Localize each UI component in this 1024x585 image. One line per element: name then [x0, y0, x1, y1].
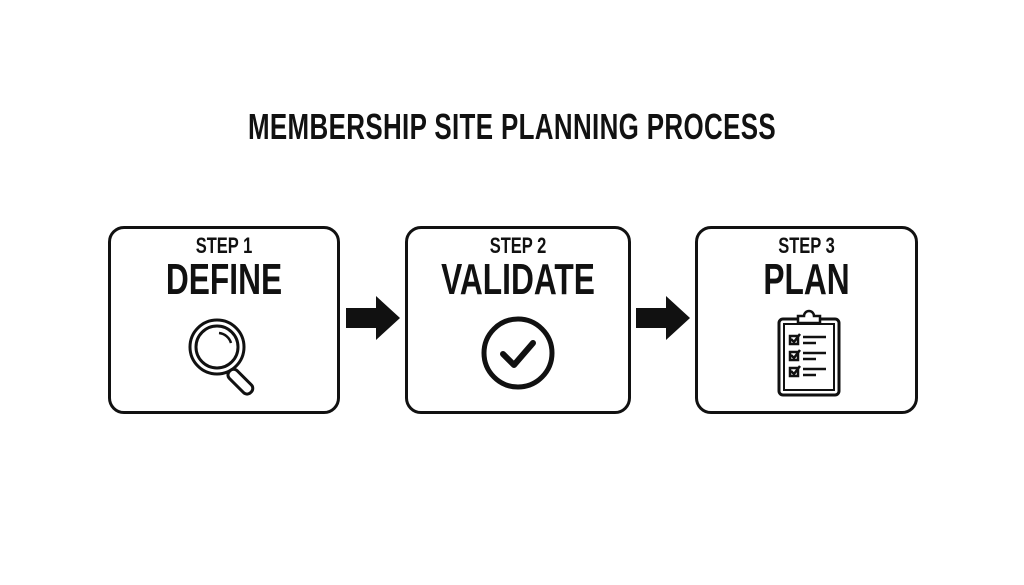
step-1-box: STEP 1 DEFINE [108, 226, 340, 414]
step-name: VALIDATE [441, 255, 595, 304]
step-name: PLAN [763, 255, 850, 304]
clipboard-checklist-icon [777, 309, 840, 397]
step-name: DEFINE [165, 255, 283, 304]
arrow-right-icon [636, 296, 690, 340]
step-2-box: STEP 2 VALIDATE [405, 226, 631, 414]
step-3-box: STEP 3 PLAN [695, 226, 918, 414]
magnifying-glass-icon [188, 318, 255, 396]
step-label: STEP 1 [195, 233, 253, 258]
check-circle-icon [481, 316, 555, 390]
step-label: STEP 3 [778, 233, 835, 258]
diagram-title: MEMBERSHIP SITE PLANNING PROCESS [247, 106, 777, 147]
step-label: STEP 2 [489, 233, 547, 258]
arrow-right-icon [346, 296, 400, 340]
